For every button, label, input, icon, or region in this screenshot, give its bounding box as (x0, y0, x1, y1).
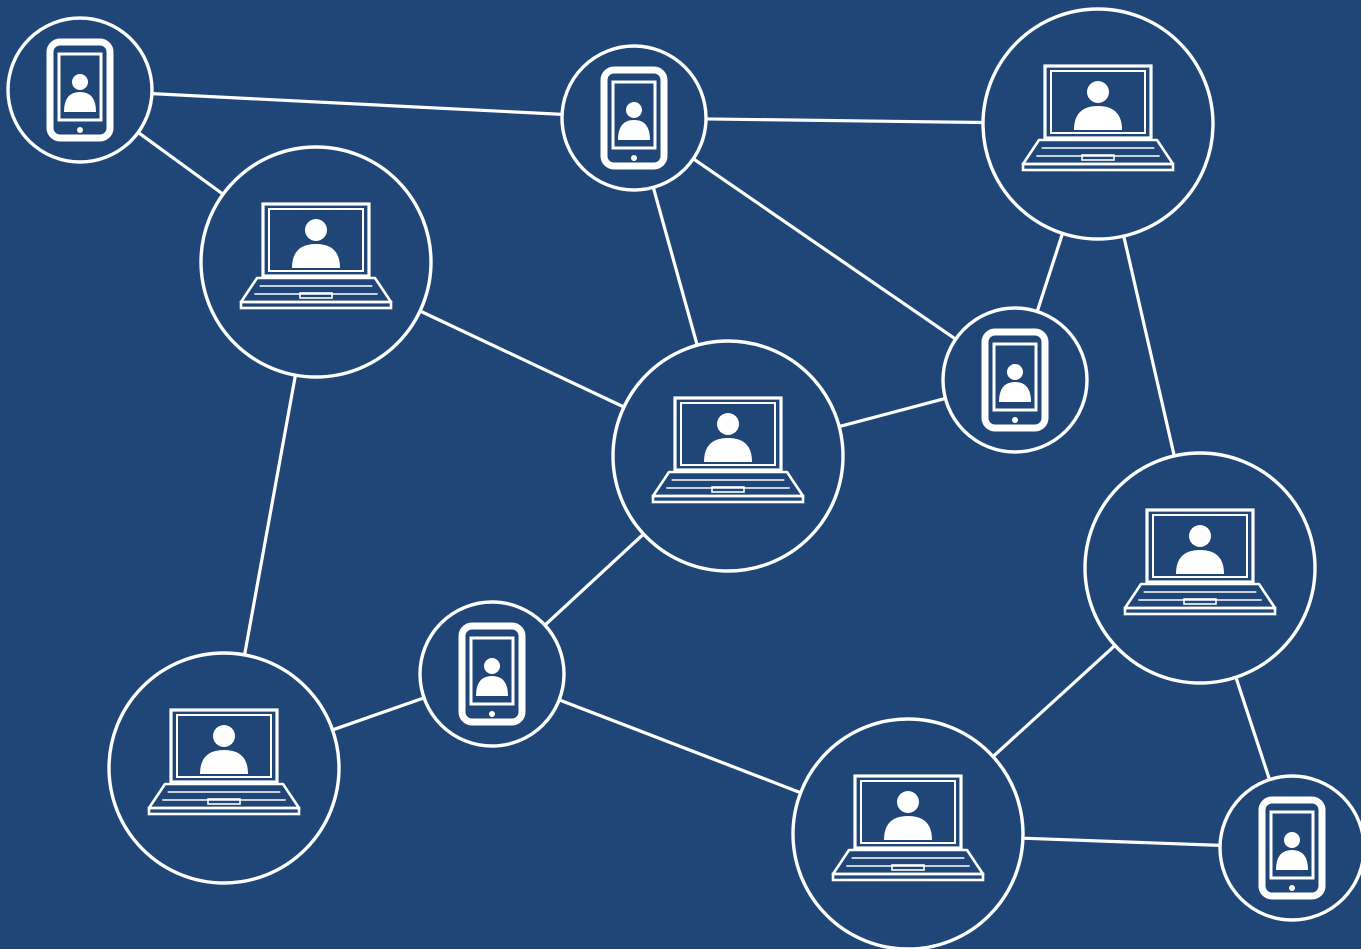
laptop-icon (1123, 508, 1277, 616)
connection-line-phone-1-phone-2 (150, 92, 564, 116)
user-body (999, 382, 1031, 402)
connection-line-phone-1-laptop-2 (136, 130, 225, 196)
connection-line-phone-2-laptop-3 (651, 185, 699, 347)
laptop-icon (1021, 64, 1175, 172)
connection-line-laptop-1-phone-3 (1035, 231, 1065, 314)
user-body (884, 816, 932, 840)
connection-line-laptop-2-laptop-5 (242, 373, 298, 657)
node-phone-2 (560, 44, 708, 192)
connection-line-laptop-6-phone-5 (1021, 836, 1222, 847)
user-body (618, 120, 650, 140)
user-head (717, 413, 739, 435)
phone-icon (1258, 796, 1326, 900)
connection-line-laptop-4-phone-5 (1234, 675, 1272, 782)
node-laptop-6 (791, 717, 1025, 949)
connection-line-laptop-3-phone-3 (837, 396, 947, 429)
user-body (1176, 550, 1224, 574)
node-phone-1 (6, 16, 154, 164)
connection-line-laptop-2-laptop-3 (418, 309, 626, 409)
node-phone-3 (941, 306, 1089, 454)
device-nodes (6, 7, 1361, 949)
user-head (1007, 364, 1023, 380)
connection-line-phone-2-phone-3 (691, 157, 958, 341)
node-laptop-2 (199, 145, 433, 379)
connection-line-laptop-3-phone-4 (543, 532, 646, 627)
phone-icon (600, 66, 668, 170)
user-body (64, 92, 96, 112)
user-head (626, 102, 642, 118)
connection-lines (136, 92, 1272, 847)
user-head (484, 658, 500, 674)
phone-icon (46, 38, 114, 142)
phone-icon (458, 622, 526, 726)
connection-line-phone-4-laptop-6 (557, 698, 803, 795)
node-laptop-5 (107, 651, 341, 885)
node-phone-4 (418, 600, 566, 748)
user-body (476, 676, 508, 696)
connection-line-phone-4-laptop-5 (330, 696, 426, 732)
phone-icon (981, 328, 1049, 432)
node-laptop-4 (1083, 451, 1317, 685)
user-head (897, 791, 919, 813)
laptop-icon (651, 396, 805, 504)
user-body (704, 438, 752, 462)
connection-line-laptop-4-laptop-6 (991, 643, 1117, 759)
connection-line-laptop-1-laptop-4 (1122, 234, 1176, 458)
laptop-icon (831, 774, 985, 882)
user-head (72, 74, 88, 90)
node-laptop-1 (981, 7, 1215, 241)
user-head (1284, 832, 1300, 848)
user-body (292, 244, 340, 268)
user-body (200, 750, 248, 774)
node-laptop-3 (611, 339, 845, 573)
user-body (1276, 850, 1308, 870)
user-head (213, 725, 235, 747)
user-head (1087, 81, 1109, 103)
node-circle (1218, 774, 1361, 922)
user-head (1189, 525, 1211, 547)
connection-line-phone-2-laptop-1 (704, 117, 985, 125)
user-head (305, 219, 327, 241)
laptop-icon (147, 708, 301, 816)
user-body (1074, 106, 1122, 130)
laptop-icon (239, 202, 393, 310)
node-phone-5 (1218, 774, 1361, 922)
